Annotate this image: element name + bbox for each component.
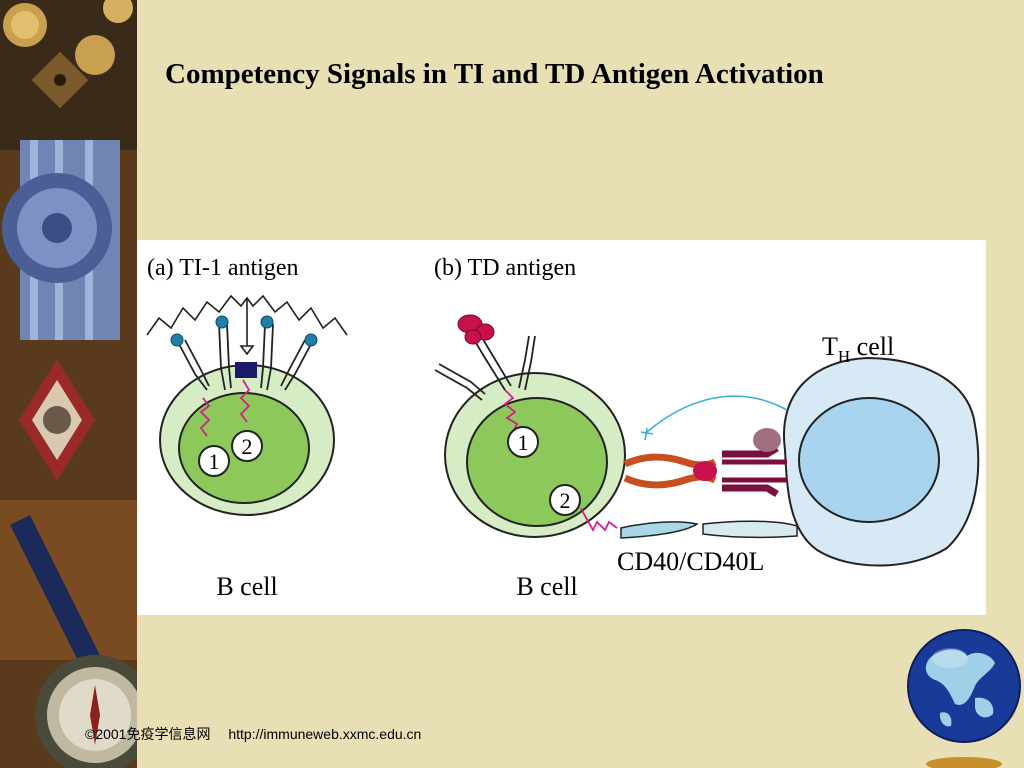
svg-text:2: 2 xyxy=(242,434,253,459)
svg-text:2: 2 xyxy=(560,488,571,513)
footer: ©2001免疫学信息网 http://immuneweb.xxmc.edu.cn xyxy=(85,724,435,744)
svg-text:1: 1 xyxy=(518,430,529,455)
decorative-sidebar-image xyxy=(0,0,137,768)
signal-1-marker-b: 1 xyxy=(507,426,539,458)
th-cell-label: TH cell xyxy=(822,332,894,366)
panel-a-heading: (a) TI-1 antigen xyxy=(147,255,299,281)
footer-url[interactable]: http://immuneweb.xxmc.edu.cn xyxy=(228,726,422,742)
th-cell xyxy=(782,356,980,567)
cd40-cd40l-pair xyxy=(620,520,798,539)
panel-b-b-cell xyxy=(444,372,626,538)
mitogen-receptor xyxy=(235,362,257,378)
panel-a-cell-label: B cell xyxy=(216,572,277,601)
td-antigen xyxy=(457,314,495,345)
globe-icon xyxy=(907,629,1021,768)
slide-title: Competency Signals in TI and TD Antigen … xyxy=(165,58,824,90)
signal-arrow-2-b xyxy=(580,507,618,532)
antigen-beads-a xyxy=(170,315,318,347)
signal-arrows-a xyxy=(199,379,251,437)
svg-text:1: 1 xyxy=(209,449,220,474)
cd40-cd40l-label: CD40/CD40L xyxy=(617,547,764,576)
signal-2-marker-b: 2 xyxy=(549,484,581,516)
panel-b-cell-label: B cell xyxy=(516,572,577,601)
panel-b-heading: (b) TD antigen xyxy=(434,255,576,281)
signal-1-marker-a: 1 xyxy=(198,445,230,477)
ti-1-antigen-polymer xyxy=(146,294,348,356)
signal-arrow-1-b xyxy=(503,389,519,433)
footer-copyright: ©2001免疫学信息网 xyxy=(85,726,211,742)
signal-2-marker-a: 2 xyxy=(231,430,263,462)
cytokine-arc-head xyxy=(640,427,654,441)
mhc-tcr-complex xyxy=(623,428,787,498)
bcr-receptors-a xyxy=(178,323,312,391)
cytokine-signal-arc xyxy=(646,395,788,433)
antigen-activation-figure: (a) TI-1 antigen xyxy=(137,240,986,615)
